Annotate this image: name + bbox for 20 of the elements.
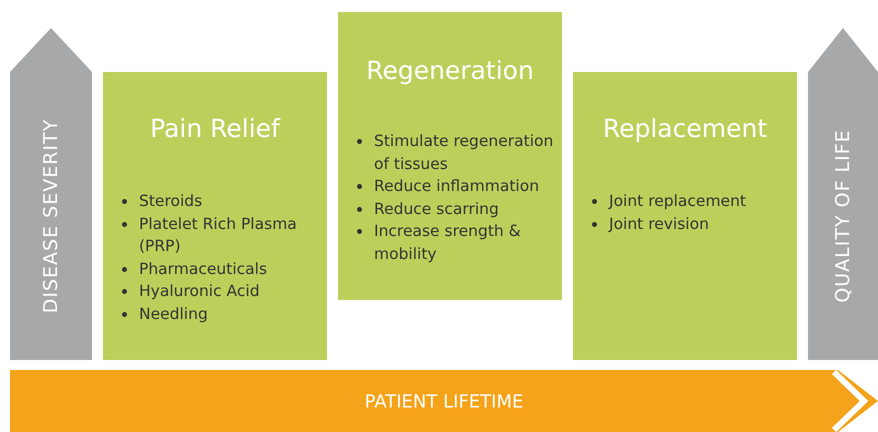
arrow-label: DISEASE SEVERITY	[40, 118, 62, 314]
category-box	[103, 72, 327, 360]
list-item: Joint replacement	[609, 191, 746, 212]
list-item: Joint revision	[609, 214, 709, 234]
list-item: Needling	[139, 304, 208, 324]
list-item: Reduce inflammation	[374, 176, 540, 197]
category-box	[573, 72, 797, 360]
list-item: Pharmaceuticals	[139, 258, 268, 280]
list-item: Increase srength & mobility	[374, 221, 522, 264]
list-item: Stimulate regeneration of tissues	[374, 131, 554, 174]
arrow-label: PATIENT LIFETIME	[364, 392, 524, 413]
arrow-label: QUALITY OF LIFE	[832, 129, 854, 303]
box-heading: Regeneration	[366, 56, 534, 85]
list-item: Reduce scarring	[374, 198, 499, 220]
category-box	[338, 12, 562, 300]
box-heading: Replacement	[602, 114, 768, 143]
list-item: Steroids	[139, 191, 202, 212]
list-item: Hyaluronic Acid	[139, 281, 260, 302]
list-item: Platelet Rich Plasma (PRP)	[139, 214, 298, 257]
box-heading: Pain Relief	[150, 114, 280, 143]
